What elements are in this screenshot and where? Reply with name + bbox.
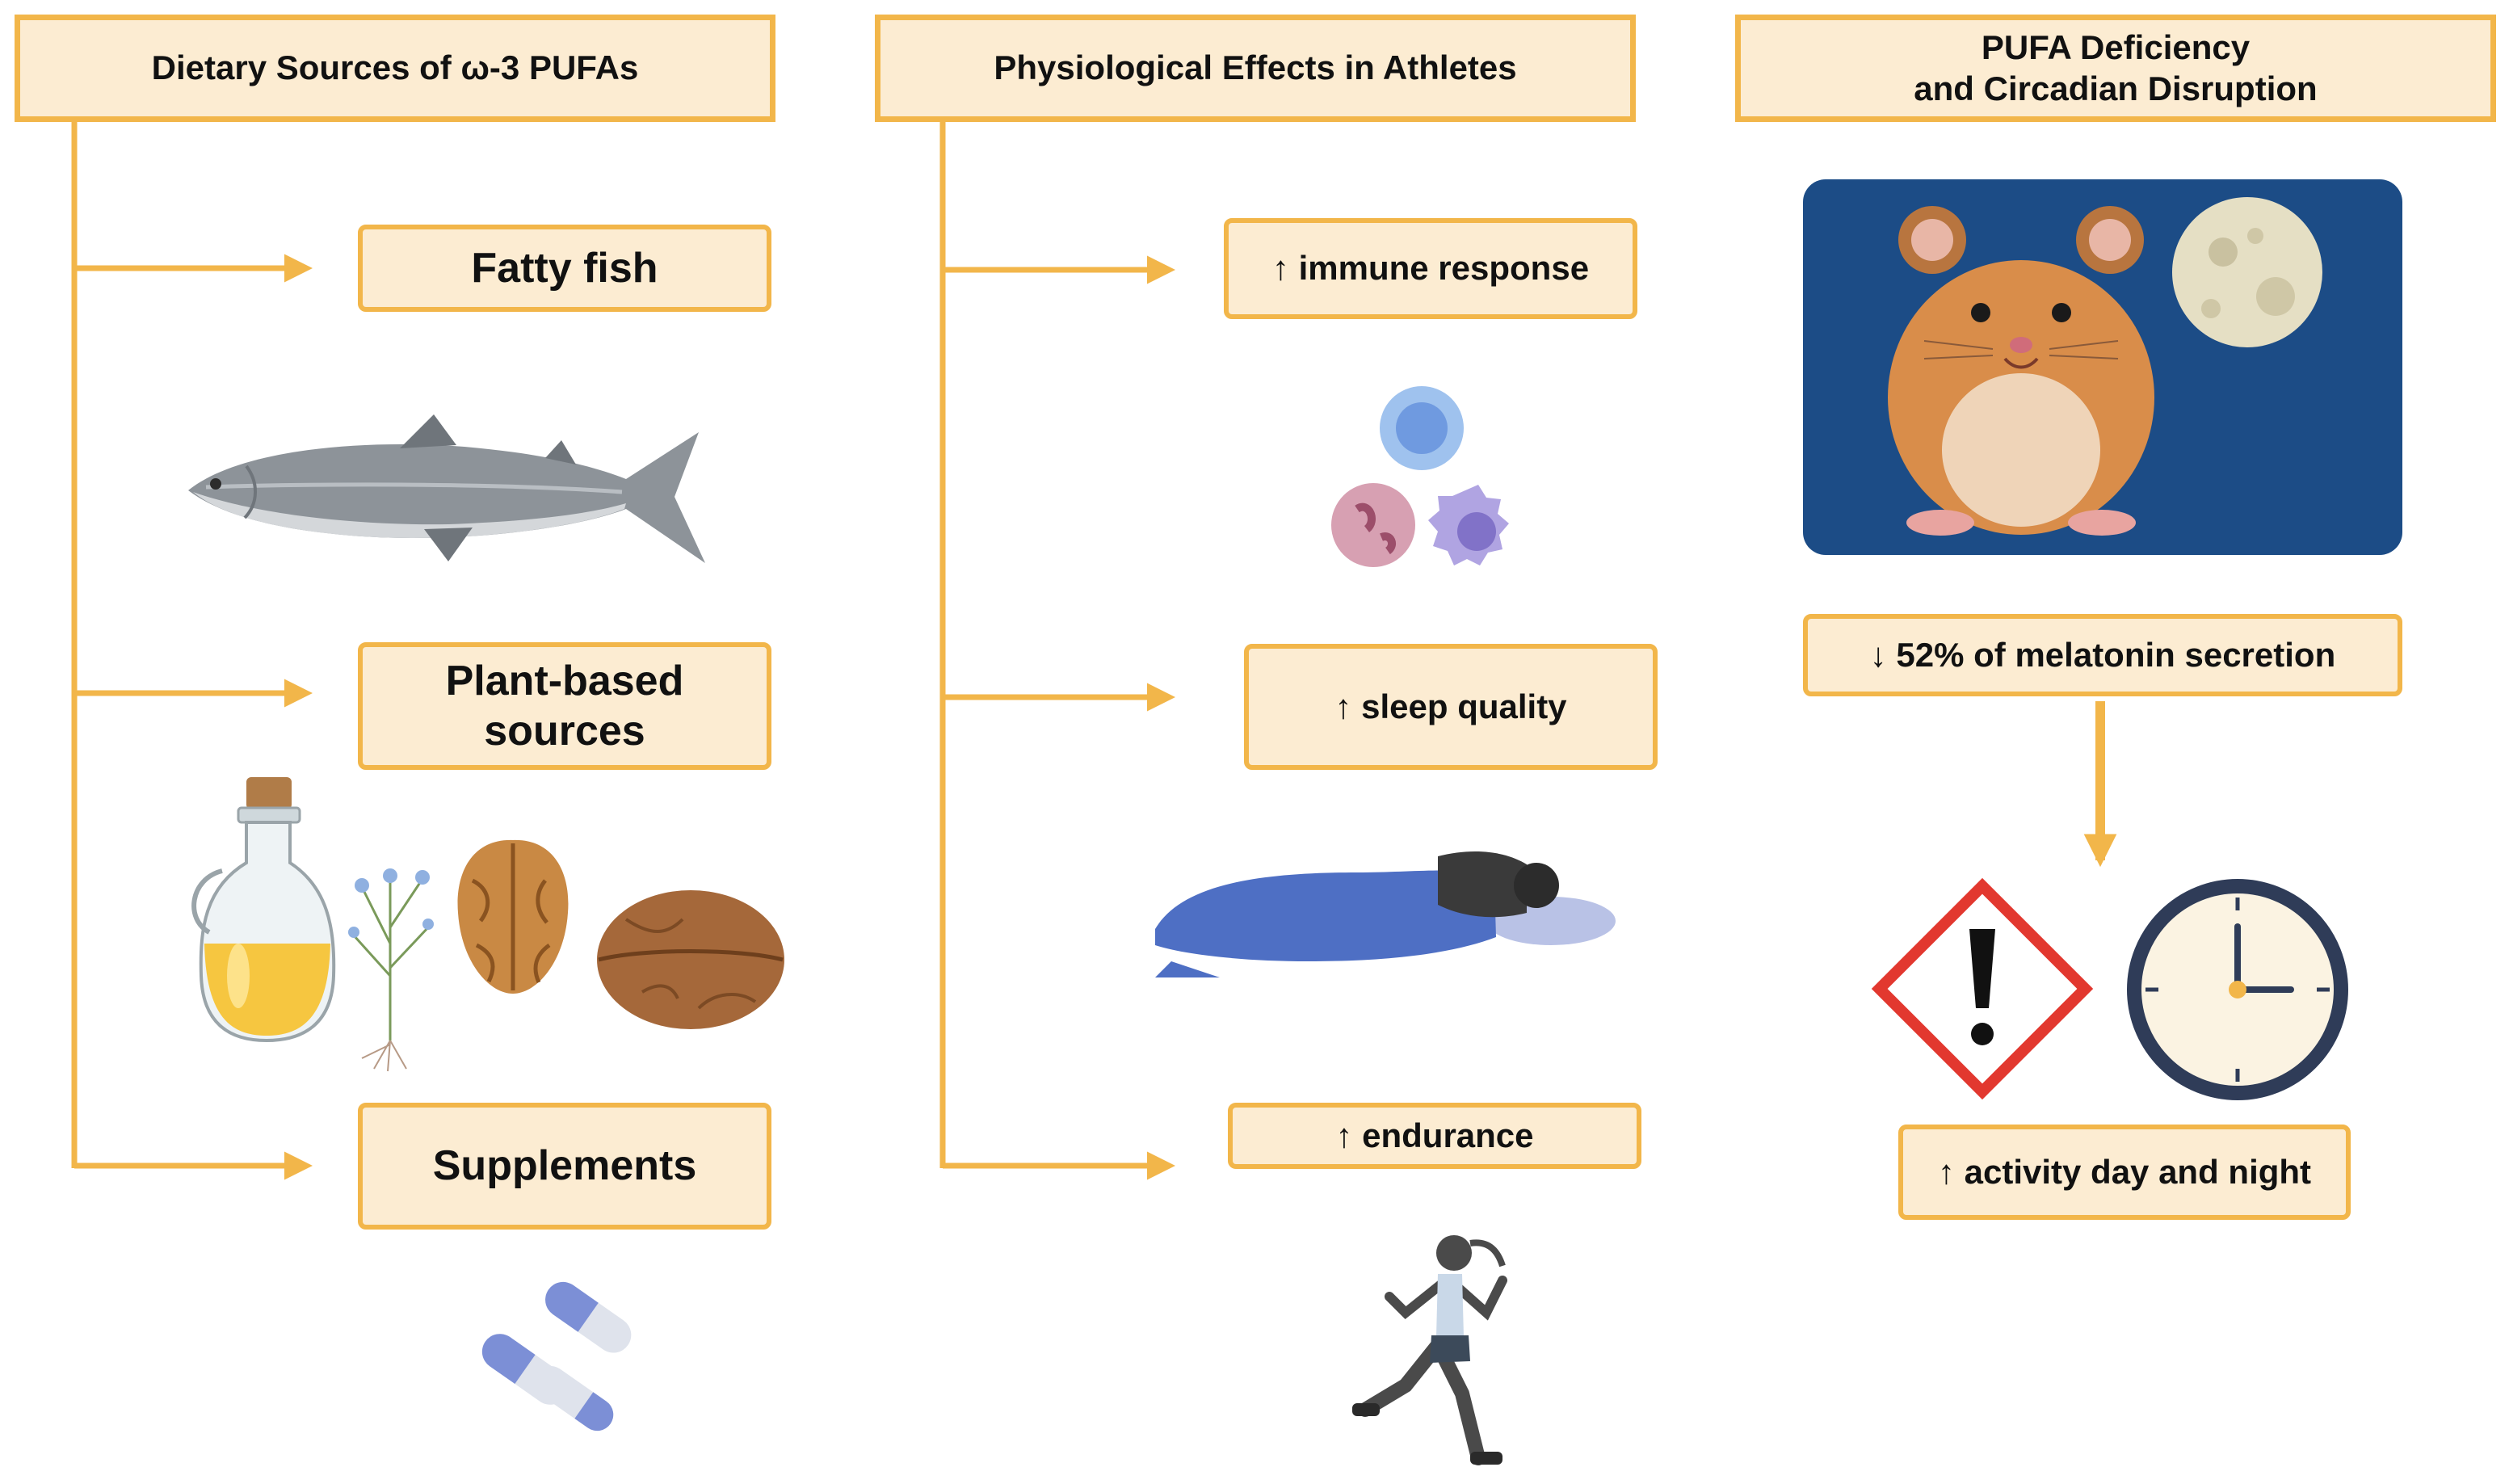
box-plant-based: Plant-based sources — [358, 642, 771, 770]
night-panel — [1803, 179, 2402, 555]
box-sleep-quality: ↑ sleep quality — [1244, 644, 1658, 770]
header-line-2: and Circadian Disruption — [1914, 69, 2318, 107]
moon-icon — [2172, 197, 2322, 347]
box-activity-day-night: ↑ activity day and night — [1898, 1125, 2351, 1220]
immune-cells-icon — [1331, 386, 1509, 567]
box-melatonin-secretion: ↓ 52% of melatonin secretion — [1803, 614, 2402, 696]
flax-plant-icon — [348, 868, 434, 1072]
header-dietary-sources: Dietary Sources of ω-3 PUFAs — [15, 15, 775, 122]
walnut-icon — [597, 890, 784, 1029]
box-endurance: ↑ endurance — [1228, 1103, 1641, 1169]
header-line-1: PUFA Deficiency — [1981, 28, 2251, 67]
box-supplements: Supplements — [358, 1103, 771, 1230]
clock-icon — [2127, 879, 2348, 1100]
header-physiological-effects: Physiological Effects in Athletes — [875, 15, 1636, 122]
header-pufa-deficiency: PUFA Deficiency and Circadian Disruption — [1735, 15, 2496, 122]
box-fatty-fish: Fatty fish — [358, 225, 771, 312]
runner-icon — [1352, 1235, 1507, 1465]
hamster-icon — [1888, 206, 2154, 536]
box-immune-response: ↑ immune response — [1224, 218, 1637, 319]
fish-icon — [188, 414, 705, 563]
sleeping-person-icon — [1155, 851, 1616, 977]
capsules-icon — [481, 1281, 632, 1431]
walnut-kernel-icon — [457, 839, 569, 994]
hazard-icon — [1871, 877, 2094, 1100]
oil-bottle-icon — [191, 777, 336, 1043]
